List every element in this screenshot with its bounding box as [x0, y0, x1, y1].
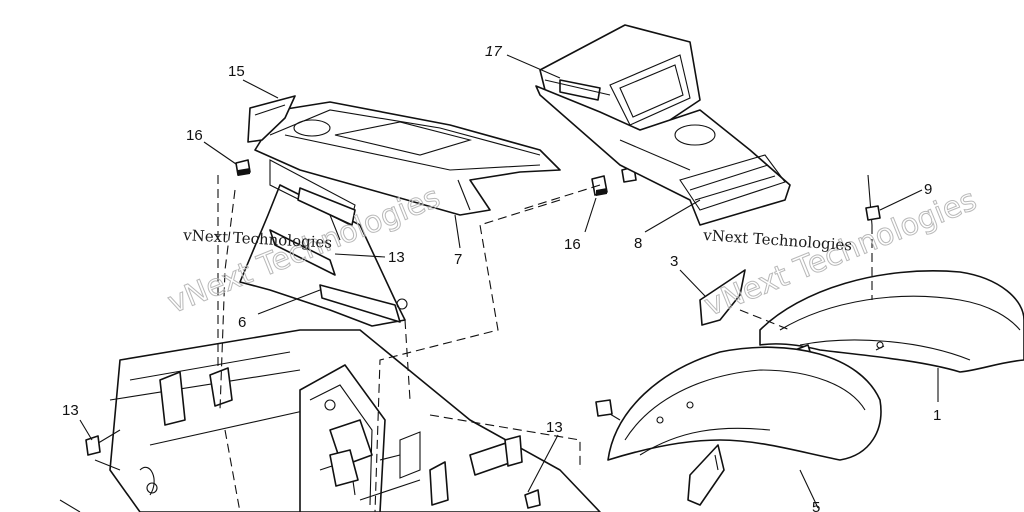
- bolt-13-center: [595, 399, 621, 421]
- part-16-clips: [235, 159, 637, 196]
- callout-9: 9: [924, 181, 932, 198]
- callouts: 15 16 17 16 8 7 6 13 3 9 1 13 13 5: [62, 43, 941, 512]
- watermark-right-label: vNext Technologies: [702, 226, 853, 254]
- part-5-front-fender: [607, 346, 882, 506]
- bolt-13-lower: [524, 489, 541, 509]
- callout-3: 3: [670, 253, 678, 270]
- leader-lines: [79, 54, 939, 509]
- bolt-13-left: [85, 429, 121, 456]
- assembly-lines: [217, 175, 873, 512]
- callout-16-right: 16: [564, 236, 581, 253]
- callout-16-left: 16: [186, 127, 203, 144]
- part-17-instrument-pod: [539, 24, 701, 141]
- callout-13-left: 13: [62, 402, 79, 419]
- part-15-plate: [247, 95, 296, 143]
- callout-8: 8: [634, 235, 642, 252]
- part-6-lower-shroud: [239, 184, 408, 327]
- part-7-front-hood: [254, 101, 561, 226]
- callout-6: 6: [238, 314, 246, 331]
- part-8-center-console: [535, 85, 791, 226]
- part-1-rear-fender: [759, 270, 1024, 373]
- callout-1: 1: [933, 407, 941, 424]
- callout-17: 17: [485, 43, 502, 60]
- callout-5: 5: [812, 499, 820, 512]
- callout-13-mid: 13: [388, 249, 405, 266]
- bolt-9: [865, 174, 881, 226]
- callout-7: 7: [454, 251, 462, 268]
- frame-assembly: [59, 329, 601, 512]
- callout-15: 15: [228, 63, 245, 80]
- callout-13-center: 13: [546, 419, 563, 436]
- part-3-panel: [699, 269, 746, 326]
